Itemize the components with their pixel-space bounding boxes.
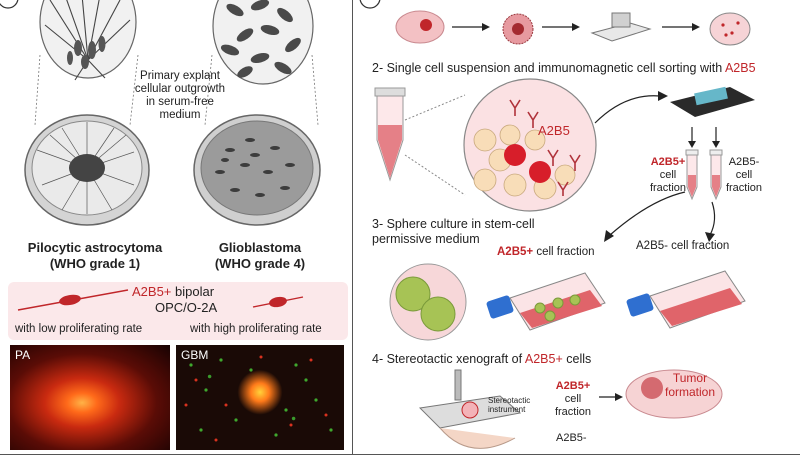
mouse-brain-tumor bbox=[625, 369, 723, 419]
pa-image-label: PA bbox=[15, 348, 31, 362]
stereotactic-instrument bbox=[418, 369, 522, 449]
pa-magnified-view bbox=[39, 0, 137, 81]
gbm-microscopy-image bbox=[176, 345, 344, 450]
pa-microscopy-image bbox=[10, 345, 170, 450]
gbm-magnified-view bbox=[212, 0, 314, 85]
flask-positive bbox=[486, 272, 606, 331]
sphere-closeup bbox=[389, 263, 467, 341]
tumor-formation-label: Tumor formation bbox=[664, 371, 716, 399]
xeno-neg-label: A2B5- bbox=[556, 432, 587, 444]
right-panel bbox=[352, 0, 800, 455]
a2b5-bubble-label: A2B5 bbox=[538, 123, 570, 138]
frac-pos-label: A2B5+ cell fraction bbox=[649, 156, 687, 194]
frac-neg-label: A2B5- cell fraction bbox=[725, 156, 763, 194]
magnetic-sorter bbox=[670, 86, 755, 117]
step1-workflow bbox=[395, 10, 751, 46]
low-rate-label: with low proliferating rate bbox=[15, 323, 143, 335]
step-badge-right bbox=[359, 0, 381, 9]
cell-type-label: OPC/O-2A bbox=[155, 300, 218, 315]
pos-fraction-label: A2B5+ cell fraction bbox=[497, 246, 595, 258]
gbm-tumor-label: Glioblastoma (WHO grade 4) bbox=[214, 240, 306, 271]
cell-type-box bbox=[8, 282, 348, 340]
bipolar-cell-low bbox=[17, 289, 304, 311]
pa-petri-dish bbox=[24, 114, 150, 226]
cell-marker-title: A2B5+ bipolar bbox=[132, 284, 215, 299]
instrument-label: Stereotactic instrument bbox=[488, 396, 531, 414]
flask-negative bbox=[626, 270, 746, 329]
step2-title: 2- Single cell suspension and immunomagn… bbox=[372, 61, 756, 75]
high-rate-label: with high proliferating rate bbox=[190, 323, 322, 335]
gbm-petri-dish bbox=[193, 114, 321, 226]
step3-title: 3- Sphere culture in stem-cell permissiv… bbox=[372, 217, 535, 246]
xeno-arrow bbox=[599, 393, 623, 401]
arrow-to-sorter bbox=[594, 91, 668, 124]
xeno-pos-label: A2B5+ cell fraction bbox=[554, 380, 592, 418]
fraction-tubes bbox=[685, 127, 723, 201]
gbm-image-label: GBM bbox=[181, 348, 209, 362]
step-badge-left bbox=[0, 0, 19, 9]
gbm-speckles bbox=[184, 355, 333, 442]
neg-fraction-label: A2B5- cell fraction bbox=[636, 240, 730, 252]
pa-tumor-label: Pilocytic astrocytoma (WHO grade 1) bbox=[27, 240, 163, 271]
step4-title: 4- Stereotactic xenograft of A2B5+ cells bbox=[372, 352, 592, 366]
step3-arrows bbox=[604, 191, 716, 242]
cell-tube-and-bubble bbox=[374, 78, 597, 212]
explant-caption: Primary explant cellular outgrowth in se… bbox=[134, 70, 226, 121]
